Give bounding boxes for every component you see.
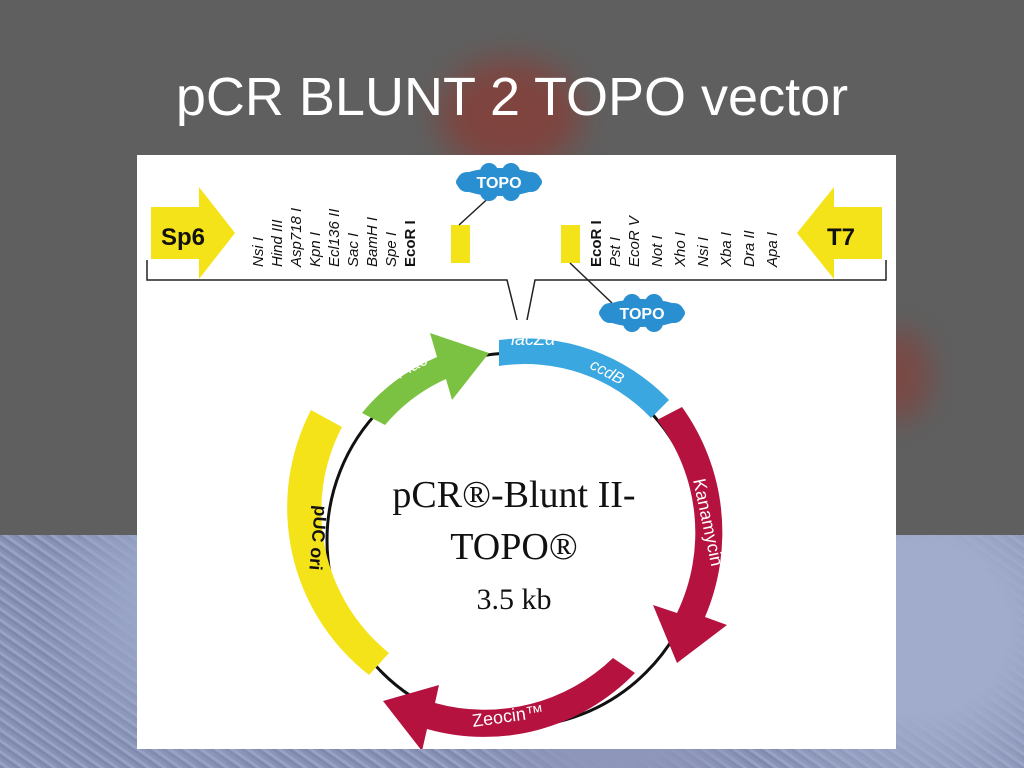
puc-ori-segment [287, 410, 389, 675]
site-label: Xho I [672, 232, 689, 268]
background-blob [440, 60, 580, 170]
vector-map-svg: Sp6 T7 Nsi I Hind III Asp718 I Kpn I Ecl… [146, 163, 887, 751]
site-label: Hind III [269, 219, 286, 267]
left-restriction-sites: Nsi I Hind III Asp718 I Kpn I Ecl136 II … [250, 208, 419, 268]
site-label: Spe I [383, 232, 400, 267]
site-label: Pst I [607, 237, 624, 267]
kanamycin-resistance-arrow [653, 407, 727, 663]
site-label-ecori: EcoR I [588, 220, 605, 267]
plac-promoter-arrow [362, 333, 489, 425]
site-label: Not I [649, 235, 666, 267]
site-label: Dra II [741, 230, 758, 267]
zeocin-resistance-arrow [383, 658, 635, 751]
site-label: Ecl136 II [326, 209, 343, 267]
site-label: Asp718 I [288, 208, 305, 268]
site-label: Nsi I [695, 237, 712, 267]
right-restriction-sites: EcoR I Pst I EcoR V Not I Xho I Nsi I Xb… [588, 214, 781, 268]
topo-enzyme-right: TOPO [569, 262, 685, 332]
site-label: Xba I [718, 232, 735, 268]
site-label: Nsi I [250, 237, 267, 267]
sp6-promoter-arrow: Sp6 [151, 187, 235, 279]
plasmid-size: 3.5 kb [477, 583, 552, 616]
slide-title: pCR BLUNT 2 TOPO vector [175, 67, 849, 127]
sp6-label: Sp6 [161, 224, 205, 251]
plasmid-name-line1: pCR®-Blunt II- [392, 474, 635, 516]
site-label: BamH I [364, 217, 381, 267]
t7-label: T7 [827, 224, 855, 251]
site-label-ecori: EcoR I [402, 220, 419, 267]
site-label: Kpn I [307, 232, 324, 267]
topo-label-top: TOPO [476, 175, 521, 192]
t7-promoter-arrow: T7 [797, 187, 882, 279]
mcs-bracket [146, 260, 887, 321]
site-label: EcoR V [626, 214, 643, 267]
lacz-label: lacZα [511, 329, 556, 349]
site-label: Apa I [764, 232, 781, 268]
site-label: Sac I [345, 233, 362, 267]
topo-enzyme-top: TOPO [456, 163, 542, 226]
vector-map-panel: Sp6 T7 Nsi I Hind III Asp718 I Kpn I Ecl… [137, 155, 896, 751]
plasmid-name-line2: TOPO® [450, 526, 577, 568]
topo-site-block-right [561, 225, 580, 263]
topo-site-block-left [451, 225, 470, 263]
topo-label-right: TOPO [619, 306, 664, 323]
lacz-ccdb-segment [499, 338, 669, 418]
